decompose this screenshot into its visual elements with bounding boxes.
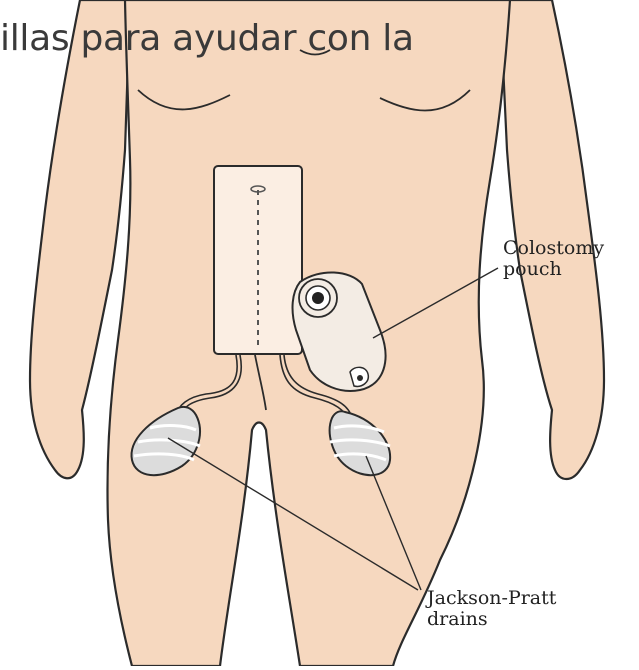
colostomy-pouch-label-line1: Colostomy	[503, 238, 604, 259]
jackson-pratt-label-line2: drains	[427, 609, 556, 630]
overlay-caption-text: illas para ayudar con la	[0, 18, 414, 59]
colostomy-pouch-label: Colostomy pouch	[503, 238, 604, 280]
dressing-icon	[214, 166, 302, 354]
colostomy-pouch-label-line2: pouch	[503, 259, 604, 280]
jackson-pratt-drains-label: Jackson-Pratt drains	[427, 588, 556, 630]
jackson-pratt-label-line1: Jackson-Pratt	[427, 588, 556, 609]
